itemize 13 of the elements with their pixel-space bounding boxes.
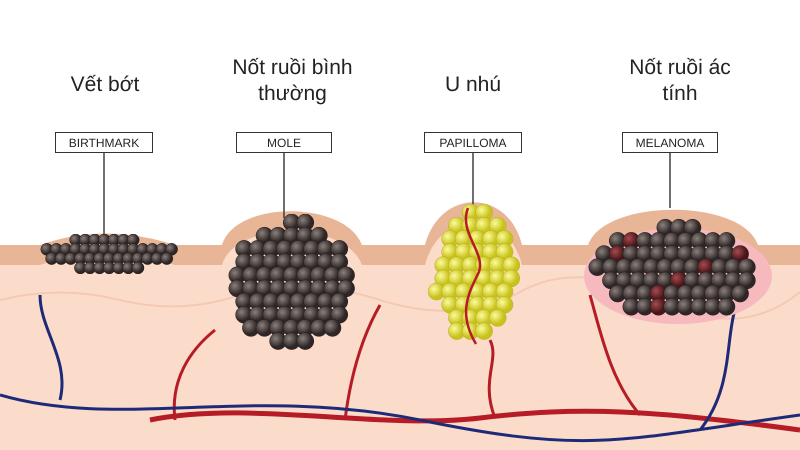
heading-text: Vết bớt: [70, 72, 140, 98]
lesion-drawing: [428, 204, 520, 346]
leader-line: [472, 153, 474, 206]
name-tag: MELANOMA: [622, 132, 718, 153]
heading-text: U nhú: [444, 72, 502, 98]
name-tag: PAPILLOMA: [424, 132, 522, 153]
heading-text: Nốt ruồi bình thường: [231, 55, 354, 108]
name-tag: MOLE: [236, 132, 332, 153]
name-tag: BIRTHMARK: [55, 132, 153, 153]
leader-line: [283, 153, 285, 218]
heading-text: Nốt ruồi ác tính: [628, 55, 732, 108]
leader-line: [669, 153, 671, 208]
leader-line: [103, 153, 105, 236]
